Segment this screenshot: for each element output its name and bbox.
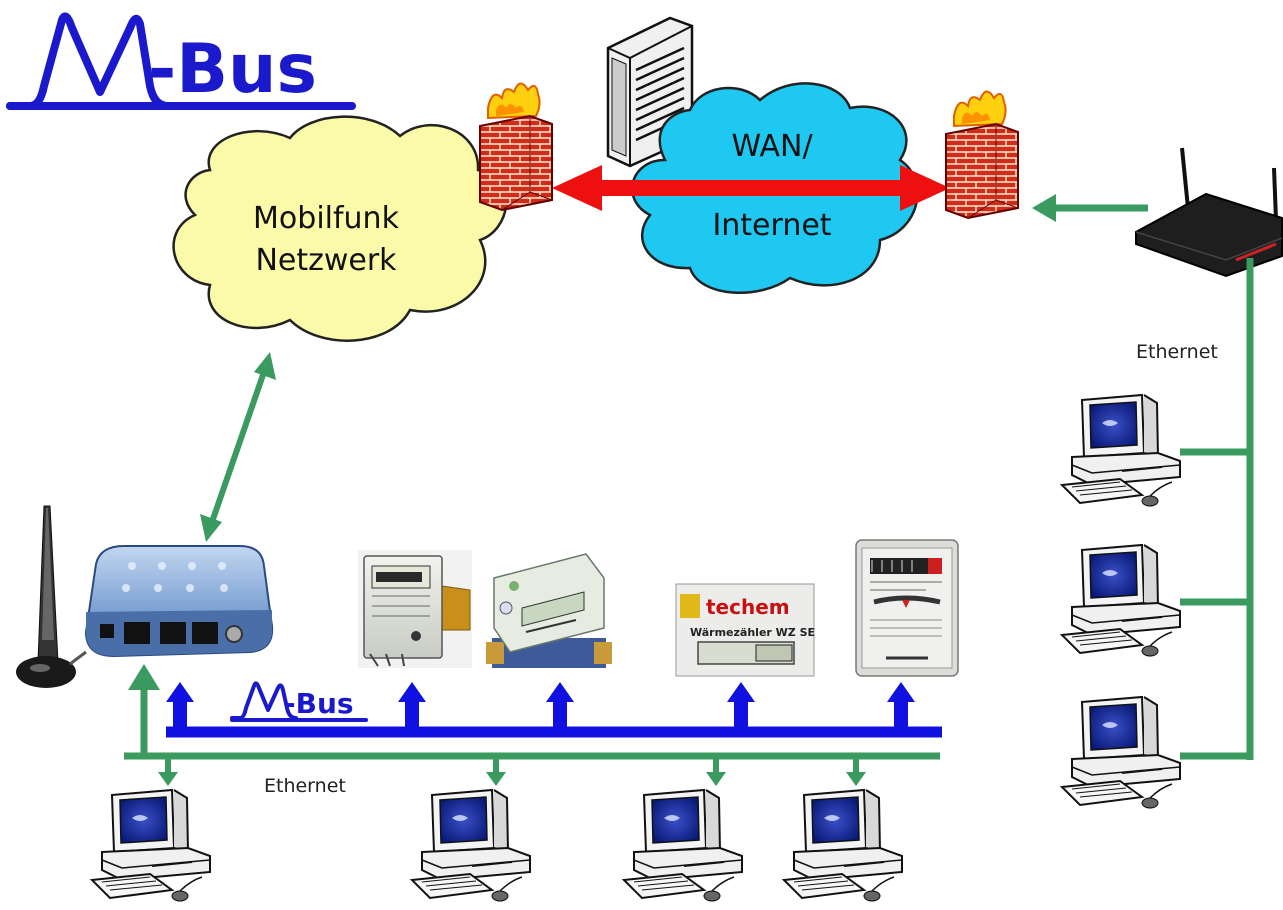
- techem-brand: techem: [706, 595, 790, 619]
- ethernet-drop-arrow: [158, 758, 178, 786]
- computer-icon: [411, 789, 531, 902]
- ethernet-label-right: Ethernet: [1136, 341, 1218, 363]
- ethernet-drop-arrow: [706, 758, 726, 786]
- ethernet-drop-arrow: [846, 758, 866, 786]
- logo-text: -Bus: [148, 30, 317, 109]
- meter-icon: techem Wärmezähler WZ SE: [675, 583, 815, 677]
- mbus-logo: -Bus: [6, 12, 356, 110]
- ethernet-label-bottom: Ethernet: [264, 775, 346, 797]
- techem-caption: Wärmezähler WZ SE: [690, 626, 815, 639]
- router-icon: [1135, 147, 1283, 278]
- firewall-icon: [479, 82, 553, 211]
- mbus-arrow: [727, 682, 755, 728]
- ethernet-right-bus: [1180, 258, 1254, 760]
- mobile-cloud-line2: Netzwerk: [255, 243, 397, 278]
- computer-icon: [1061, 544, 1181, 657]
- mbus-arrow: [887, 682, 915, 728]
- mobile-cloud-line1: Mobilfunk: [253, 201, 400, 236]
- logo-mark: [6, 12, 172, 110]
- meter-icon: [855, 539, 959, 677]
- computer-icon: [1061, 394, 1181, 507]
- mbus-arrow: [398, 682, 426, 728]
- wan-connection-arrow: [552, 165, 950, 211]
- mobile-link-arrow: [200, 352, 276, 542]
- meter-icon: [358, 550, 472, 668]
- computer-icon: [623, 789, 743, 902]
- mbus-arrow: [166, 682, 194, 728]
- firewall-icon: [945, 90, 1019, 219]
- mbus-arrow: [546, 682, 574, 728]
- antenna-icon: [16, 505, 87, 688]
- ethernet-drop-arrow: [486, 758, 506, 786]
- mobile-network-cloud: Mobilfunk Netzwerk: [172, 115, 508, 342]
- computer-icon: [91, 789, 211, 902]
- computer-icon: [1061, 696, 1181, 809]
- computer-icon: [783, 789, 903, 902]
- gateway-icon: [84, 545, 274, 658]
- meter-icon: [486, 548, 612, 672]
- wan-cloud-line1: WAN/: [731, 129, 813, 164]
- wan-cloud-line2: Internet: [712, 208, 831, 243]
- logo-small-text: -Bus: [284, 687, 354, 720]
- mbus-logo-small: -Bus: [230, 681, 368, 722]
- ethernet-bottom-bus: [124, 664, 940, 760]
- router-to-firewall-link: [1032, 194, 1148, 222]
